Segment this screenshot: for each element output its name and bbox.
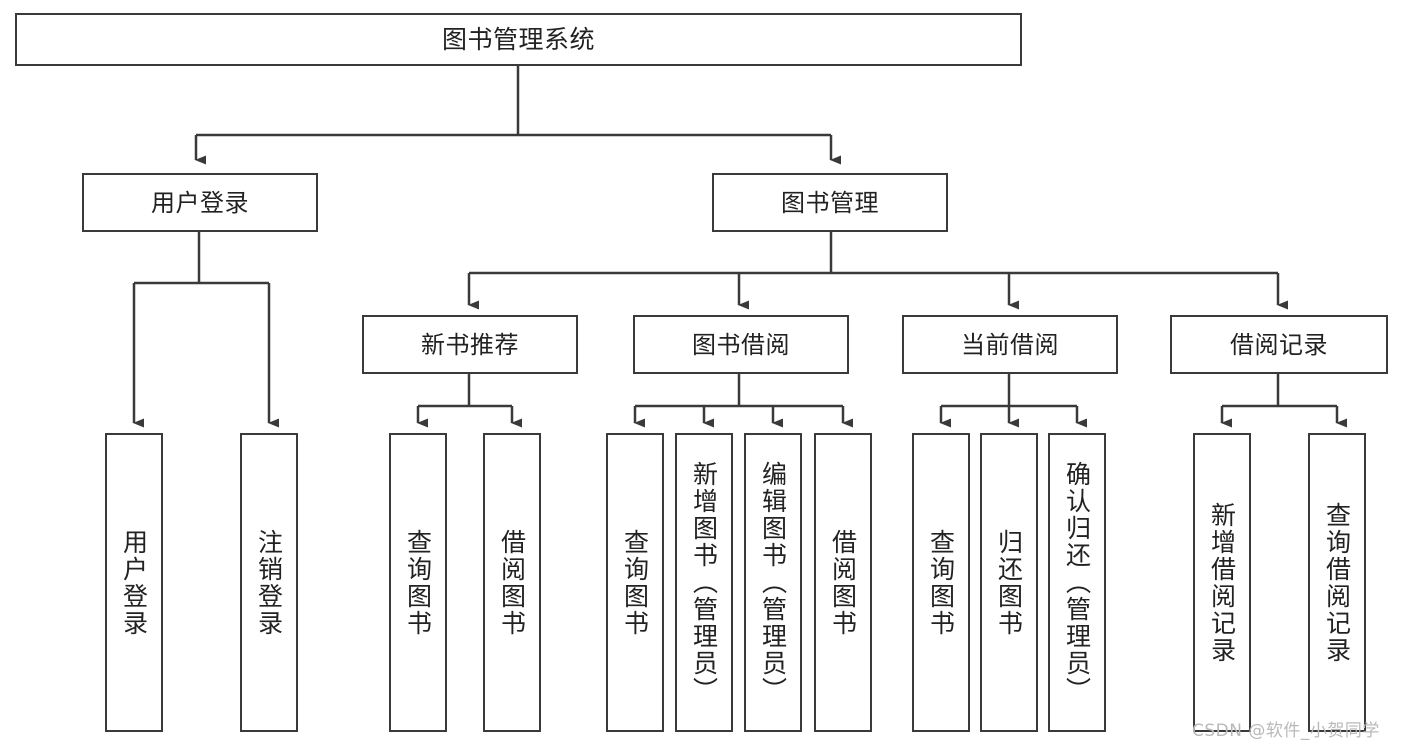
leaf-edit-book-admin[interactable]: 编辑图书（管理员） [744,433,802,732]
node-root-book-management-system[interactable]: 图书管理系统 [15,13,1022,66]
leaf-query-book-borrow[interactable]: 查询图书 [606,433,664,732]
node-label: 归还图书 [994,528,1024,637]
leaf-return-book[interactable]: 归还图书 [980,433,1038,732]
leaf-borrow-book[interactable]: 借阅图书 [814,433,872,732]
node-label: 编辑图书（管理员） [758,461,788,704]
node-label: 借阅图书 [828,528,858,637]
node-label: 查询借阅记录 [1322,501,1352,664]
node-label: 图书借阅 [692,330,790,359]
leaf-logout[interactable]: 注销登录 [240,433,298,732]
node-label: 借阅记录 [1230,330,1328,359]
node-label: 新增借阅记录 [1207,501,1237,664]
node-label: 查询图书 [403,528,433,637]
node-label: 查询图书 [926,528,956,637]
node-label: 新书推荐 [421,330,519,359]
node-book-borrowing[interactable]: 图书借阅 [633,315,849,374]
node-label: 查询图书 [620,528,650,637]
node-label: 确认归还（管理员） [1062,461,1092,704]
node-label: 当前借阅 [961,330,1059,359]
node-current-borrowing[interactable]: 当前借阅 [902,315,1118,374]
leaf-query-borrow-record[interactable]: 查询借阅记录 [1308,433,1366,732]
node-label: 用户登录 [119,528,149,637]
node-new-book-recommendation[interactable]: 新书推荐 [362,315,578,374]
node-label: 借阅图书 [497,528,527,637]
leaf-borrow-book-recommend[interactable]: 借阅图书 [483,433,541,732]
leaf-user-login[interactable]: 用户登录 [105,433,163,732]
node-label: 新增图书（管理员） [689,461,719,704]
leaf-add-book-admin[interactable]: 新增图书（管理员） [675,433,733,732]
leaf-query-book-recommend[interactable]: 查询图书 [389,433,447,732]
node-book-management[interactable]: 图书管理 [712,173,948,232]
leaf-add-borrow-record[interactable]: 新增借阅记录 [1193,433,1251,732]
node-user-login[interactable]: 用户登录 [82,173,318,232]
node-label: 图书管理 [781,188,879,217]
csdn-watermark: CSDN @软件_小贺同学 [1192,721,1380,741]
leaf-confirm-return-admin[interactable]: 确认归还（管理员） [1048,433,1106,732]
leaf-query-book-current[interactable]: 查询图书 [912,433,970,732]
node-label: 注销登录 [254,528,284,637]
node-label: 用户登录 [151,188,249,217]
node-label: 图书管理系统 [441,24,595,54]
node-borrow-records[interactable]: 借阅记录 [1170,315,1388,374]
